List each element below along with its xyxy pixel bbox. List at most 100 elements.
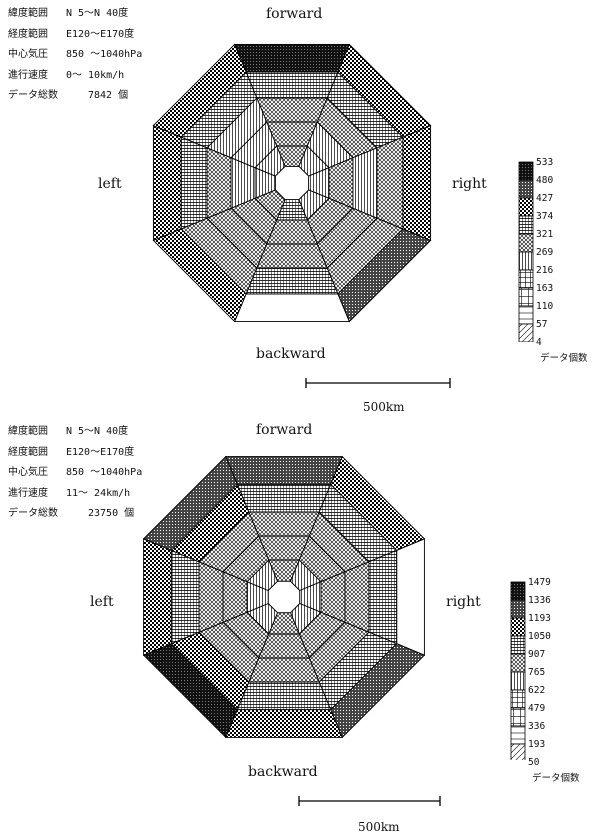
sector-cell bbox=[152, 43, 247, 138]
legend-swatch bbox=[518, 305, 534, 325]
legend-tick: 336 bbox=[528, 721, 546, 732]
legend-tick: 765 bbox=[528, 667, 546, 678]
legend-tick: 479 bbox=[528, 703, 546, 714]
lat-value: N 5〜N 40度 bbox=[66, 8, 129, 19]
pressure-label: 中心気圧 bbox=[8, 49, 48, 60]
lon-label: 経度範囲 bbox=[8, 28, 48, 40]
legend-swatch bbox=[510, 743, 526, 760]
forward-label: forward bbox=[256, 422, 313, 438]
legend-tick: 480 bbox=[536, 175, 554, 186]
left-label: left bbox=[90, 594, 114, 610]
legend-tick: 216 bbox=[536, 265, 554, 276]
legend-tick: 1050 bbox=[528, 631, 551, 642]
lat-label: 緯度範囲 bbox=[8, 426, 48, 437]
backward-label: backward bbox=[248, 764, 318, 780]
legend-tick: 193 bbox=[528, 739, 546, 750]
lon-label: 経度範囲 bbox=[8, 446, 48, 458]
legend-tick: 110 bbox=[536, 301, 554, 312]
legend-caption: データ個数 bbox=[532, 773, 580, 784]
backward-label: backward bbox=[256, 346, 326, 362]
right-label: right bbox=[452, 176, 487, 192]
legend-caption: データ個数 bbox=[540, 353, 588, 364]
sector-cell bbox=[245, 267, 339, 295]
sector-cell bbox=[256, 243, 328, 269]
legend-tick: 533 bbox=[536, 157, 554, 168]
left-label: left bbox=[98, 176, 122, 192]
count-label: データ総数 bbox=[8, 90, 58, 101]
sector-cell bbox=[256, 97, 328, 123]
legend-scale bbox=[510, 581, 526, 760]
speed-value: 0〜 10km/h bbox=[66, 69, 125, 81]
legend-swatch bbox=[510, 617, 526, 637]
speed-label: 進行速度 bbox=[8, 69, 48, 81]
legend-swatch bbox=[510, 707, 526, 727]
sector-cell bbox=[142, 455, 238, 551]
sector-cell bbox=[248, 511, 320, 537]
legend-swatch bbox=[518, 179, 534, 199]
legend-tick: 269 bbox=[536, 247, 554, 258]
sector-cell bbox=[248, 657, 320, 683]
legend-tick: 57 bbox=[536, 319, 548, 330]
sector-cell bbox=[225, 456, 343, 485]
sector-cell bbox=[236, 681, 332, 711]
sector-cell bbox=[233, 43, 351, 73]
scale-label: 500km bbox=[363, 400, 405, 414]
legend-swatch bbox=[518, 233, 534, 253]
legend-tick: 1479 bbox=[528, 577, 551, 588]
sector-cell bbox=[225, 709, 343, 738]
count-label: データ総数 bbox=[8, 508, 58, 519]
legend-swatch bbox=[518, 269, 534, 289]
sector-cell bbox=[152, 124, 182, 242]
lat-label: 緯度範囲 bbox=[8, 8, 48, 19]
speed-label: 進行速度 bbox=[8, 487, 48, 499]
sector-cell bbox=[368, 549, 398, 645]
lon-value: E120〜E170度 bbox=[66, 446, 135, 458]
sector-cell bbox=[198, 561, 224, 633]
scale-bar-line bbox=[298, 796, 441, 806]
info-block: 緯度範囲 N 5〜N 40度 経度範囲 E120〜E170度 中心気圧 850 〜10… bbox=[8, 4, 142, 107]
speed-value: 11〜 24km/h bbox=[66, 487, 131, 499]
legend-swatch bbox=[518, 215, 534, 235]
sector-cell bbox=[180, 136, 208, 230]
pressure-label: 中心気圧 bbox=[8, 467, 48, 478]
panel-bottom: 緯度範囲 N 5〜N 40度 経度範囲 E120〜E170度 中心気圧 850 〜10… bbox=[0, 418, 600, 836]
octagon-heatmap bbox=[152, 43, 432, 323]
sector-cell bbox=[143, 538, 172, 656]
panel-top: 緯度範囲 N 5〜N 40度 経度範囲 E120〜E170度 中心気圧 850 〜10… bbox=[8, 4, 588, 414]
sector-cell bbox=[233, 293, 351, 323]
legend-scale bbox=[518, 161, 534, 342]
legend-swatch bbox=[510, 653, 526, 673]
scale-bar-line bbox=[305, 378, 451, 388]
sector-cell bbox=[352, 147, 378, 219]
right-label: right bbox=[446, 594, 481, 610]
sector-cell bbox=[236, 483, 332, 513]
legend-tick: 4 bbox=[536, 337, 542, 348]
forward-label: forward bbox=[266, 6, 323, 22]
legend-tick: 374 bbox=[536, 211, 554, 222]
legend-tick: 321 bbox=[536, 229, 554, 240]
legend-tick: 50 bbox=[528, 757, 540, 768]
legend-swatch bbox=[510, 599, 526, 619]
scale-label: 500km bbox=[358, 820, 400, 834]
center-octagon bbox=[274, 165, 310, 201]
lon-value: E120〜E170度 bbox=[66, 28, 135, 40]
sector-cell bbox=[170, 549, 200, 645]
legend-tick: 622 bbox=[528, 685, 546, 696]
pressure-value: 850 〜1040hPa bbox=[66, 467, 143, 478]
legend-swatch bbox=[510, 581, 526, 601]
lat-value: N 5〜N 40度 bbox=[66, 426, 129, 437]
count-value: 7842 個 bbox=[88, 90, 129, 101]
legend-swatch bbox=[510, 635, 526, 655]
legend-tick: 1336 bbox=[528, 595, 551, 606]
legend-swatch bbox=[518, 161, 534, 181]
info-block: 緯度範囲 N 5〜N 40度 経度範囲 E120〜E170度 中心気圧 850 〜10… bbox=[8, 422, 142, 525]
count-value: 23750 個 bbox=[88, 508, 135, 519]
sector-cell bbox=[396, 538, 425, 656]
legend-swatch bbox=[518, 197, 534, 217]
legend-tick: 907 bbox=[528, 649, 546, 660]
center-octagon bbox=[267, 580, 301, 614]
legend-swatch bbox=[518, 251, 534, 271]
legend-swatch bbox=[510, 671, 526, 691]
sector-cell bbox=[376, 136, 404, 230]
pressure-value: 850 〜1040hPa bbox=[66, 49, 143, 60]
